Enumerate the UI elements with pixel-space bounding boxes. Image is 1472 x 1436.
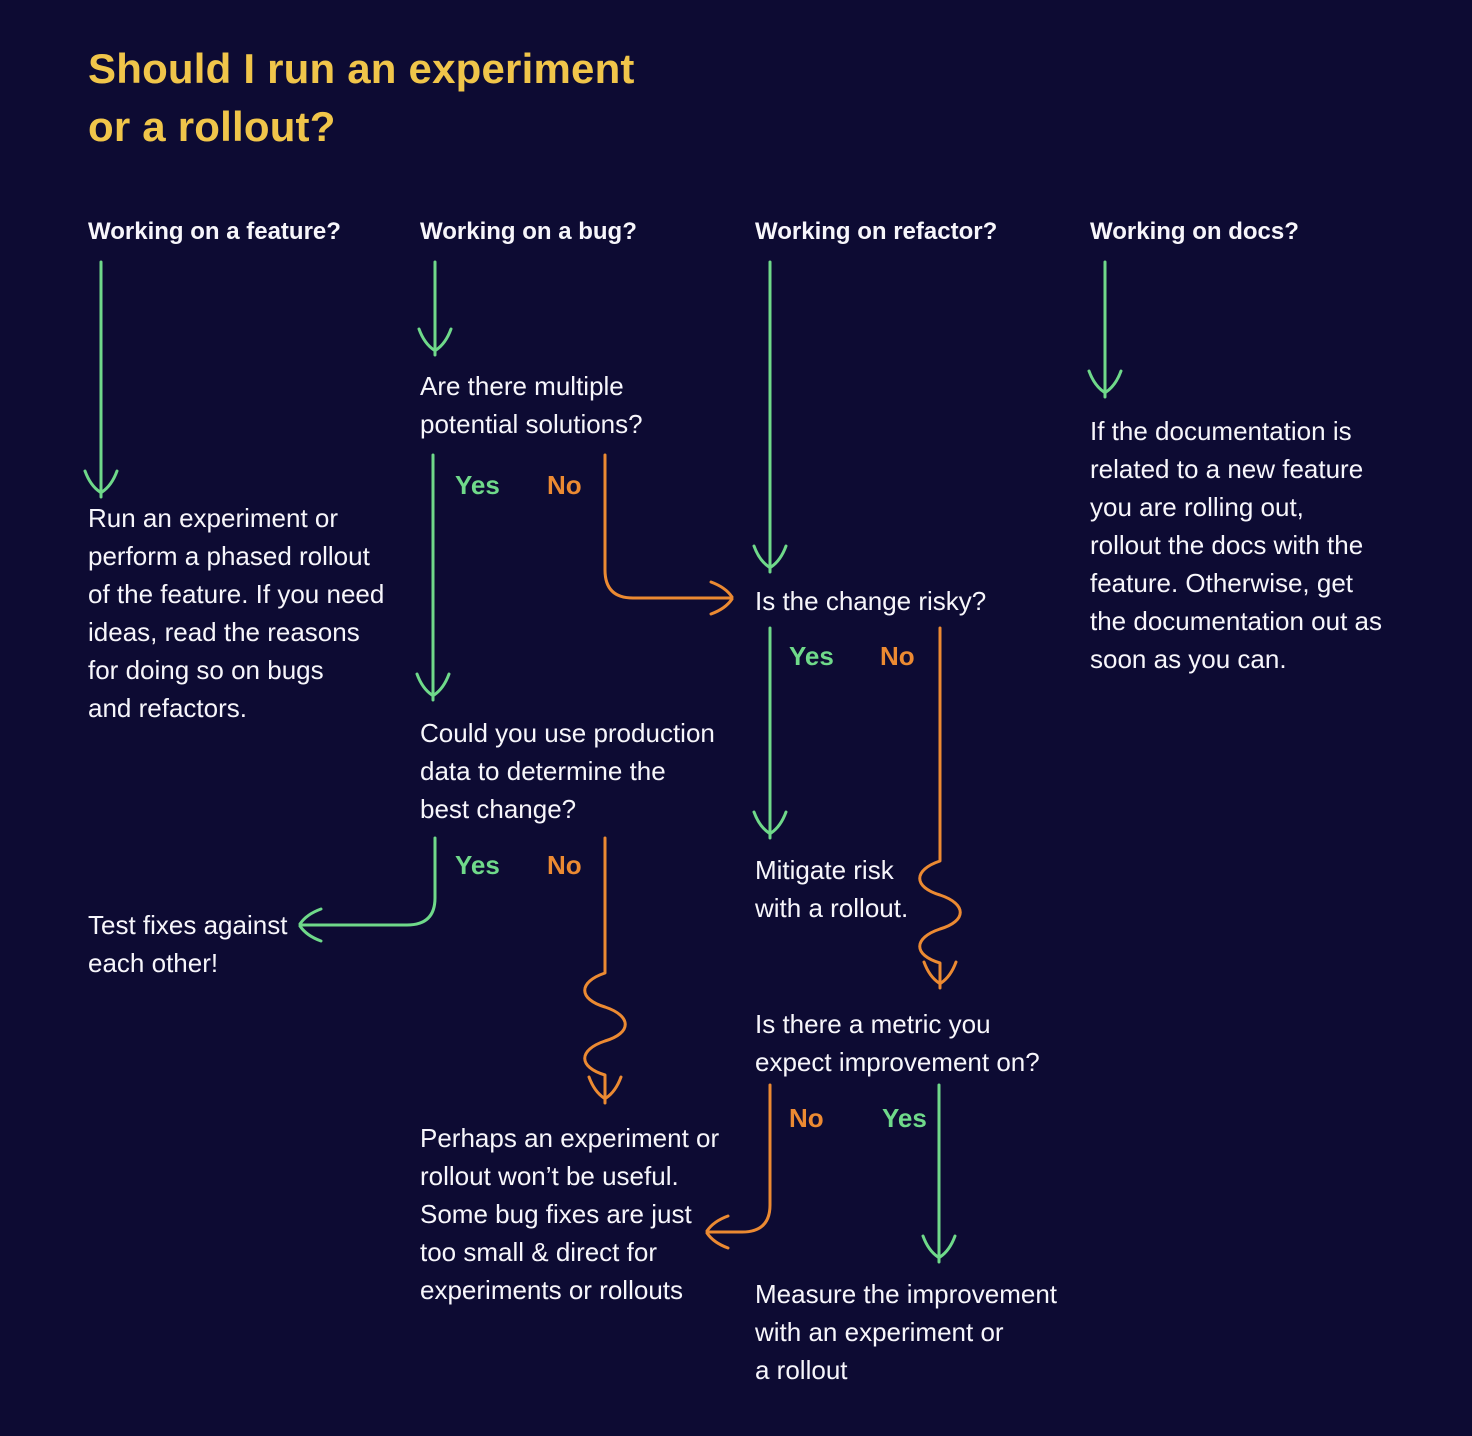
page-title: Should I run an experiment or a rollout? bbox=[88, 45, 635, 150]
bug-q1-no-arrow bbox=[603, 453, 734, 616]
bug-column-header: Working on a bug? bbox=[420, 218, 637, 245]
refactor-q2-yes-label: Yes bbox=[882, 1103, 927, 1133]
bug-no-outcome-text: Perhaps an experiment or rollout won’t b… bbox=[420, 1123, 720, 1305]
feature-outcome-text: Run an experiment or perform a phased ro… bbox=[88, 503, 385, 723]
refactor-column-header: Working on refactor? bbox=[755, 218, 998, 245]
feature-down-arrow bbox=[83, 260, 119, 499]
bug-q1-yes-label: Yes bbox=[455, 470, 500, 500]
bug-yes-outcome-text: Test fixes against each other! bbox=[88, 910, 288, 978]
docs-column-header: Working on docs? bbox=[1090, 218, 1299, 245]
bug-q2-yes-label: Yes bbox=[455, 850, 500, 880]
refactor-q2-no-label: No bbox=[789, 1103, 824, 1133]
refactor-down-arrow bbox=[752, 260, 788, 574]
refactor-q2-yes-arrow bbox=[921, 1083, 957, 1264]
feature-column-header: Working on a feature? bbox=[88, 218, 341, 245]
bug-down-arrow bbox=[417, 260, 453, 357]
refactor-q1-no-arrow bbox=[918, 626, 962, 990]
refactor-yes-outcome-text: Mitigate risk with a rollout. bbox=[755, 855, 909, 923]
docs-down-arrow bbox=[1087, 260, 1123, 399]
docs-outcome-text: If the documentation is related to a new… bbox=[1090, 416, 1382, 674]
bug-question-1: Are there multiple potential solutions? bbox=[420, 371, 643, 439]
bug-q2-yes-arrow bbox=[298, 836, 437, 943]
refactor-question-2: Is there a metric you expect improvement… bbox=[755, 1009, 1040, 1077]
refactor-q2-no-arrow bbox=[705, 1083, 772, 1250]
refactor-q1-no-label: No bbox=[880, 641, 915, 671]
refactor-q1-yes-label: Yes bbox=[789, 641, 834, 671]
refactor-metric-yes-outcome-text: Measure the improvement with an experime… bbox=[755, 1279, 1058, 1385]
refactor-q1-yes-arrow bbox=[752, 626, 788, 840]
bug-q1-no-label: No bbox=[547, 470, 582, 500]
refactor-question-1: Is the change risky? bbox=[755, 586, 987, 616]
bug-q2-no-label: No bbox=[547, 850, 582, 880]
bug-question-2: Could you use production data to determi… bbox=[420, 718, 715, 824]
bug-q2-no-arrow bbox=[583, 836, 627, 1105]
bug-q1-yes-arrow bbox=[415, 453, 451, 702]
